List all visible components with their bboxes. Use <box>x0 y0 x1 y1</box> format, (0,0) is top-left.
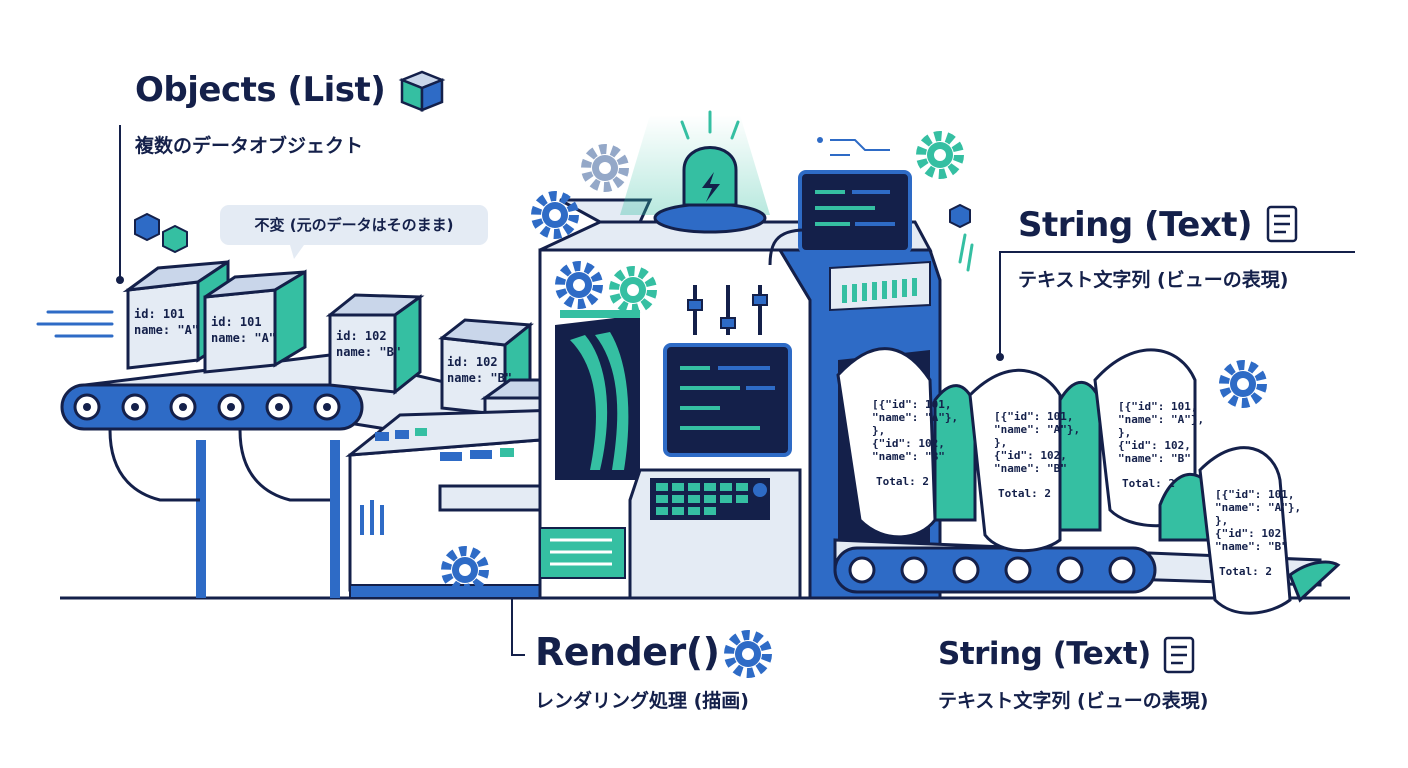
paper-line: "name": "B" <box>872 450 945 463</box>
box-3-id: id: 102 <box>336 329 387 343</box>
paper-total: Total: 2 <box>998 487 1051 500</box>
paper-line: {"id": 102, <box>872 437 945 450</box>
paper-line: "name": "A"}, <box>1215 501 1301 514</box>
string-title-top: String (Text) <box>1018 205 1253 245</box>
paper-line: "name": "B" <box>994 462 1067 475</box>
string-title-bottom-text: String (Text) <box>938 636 1151 672</box>
paper-line: }, <box>1118 426 1131 439</box>
paper-line: "name": "B" <box>1215 540 1288 553</box>
motion-lines <box>36 310 114 338</box>
paper-line: {"id": 102, <box>1118 439 1191 452</box>
paper-line: "name": "A"}, <box>872 411 958 424</box>
string-title-bottom: String (Text) <box>938 636 1151 672</box>
box-4-id: id: 102 <box>447 355 498 369</box>
gear-icon <box>729 635 767 673</box>
immutable-note-bubble: 不変 (元のデータはそのまま) <box>220 205 488 259</box>
paper-line: "name": "A"}, <box>994 423 1080 436</box>
paper-line: {"id": 102, <box>1215 527 1288 540</box>
paper-line: {"id": 102, <box>994 449 1067 462</box>
string-subtitle-top: テキスト文字列 (ビューの表現) <box>1018 269 1289 291</box>
objects-title: Objects (List) <box>135 70 386 110</box>
box-3-name: name: "B" <box>336 345 401 359</box>
paper-total: Total: 2 <box>1122 477 1175 490</box>
paper-line: "name": "A"}, <box>1118 413 1204 426</box>
scroll-icon-bottom <box>1163 636 1195 674</box>
paper-total: Total: 2 <box>1219 565 1272 578</box>
render-title: Render() <box>535 630 720 674</box>
objects-subtitle: 複数のデータオブジェクト <box>135 135 364 157</box>
box-4-name: name: "B" <box>447 371 512 385</box>
string-leader-line <box>999 251 1355 355</box>
data-box-2 <box>203 269 307 374</box>
paper-line: }, <box>1215 514 1228 527</box>
box-1-id: id: 101 <box>134 307 185 321</box>
paper-line: [{"id": 101, <box>872 398 951 411</box>
paper-line: "name": "B" <box>1118 452 1191 465</box>
paper-line: [{"id": 101, <box>994 410 1073 423</box>
text-paper-stream <box>836 347 1341 615</box>
paper-line: [{"id": 101, <box>1118 400 1197 413</box>
paper-line: [{"id": 101, <box>1215 488 1294 501</box>
box-2-id: id: 101 <box>211 315 262 329</box>
paper-line: }, <box>872 424 885 437</box>
output-conveyor <box>833 538 1322 594</box>
render-subtitle: レンダリング処理 (描画) <box>535 690 749 712</box>
scroll-icon <box>1266 205 1298 243</box>
box-1-name: name: "A" <box>134 323 199 337</box>
box-icon <box>398 70 446 112</box>
feeder-unit <box>345 408 572 599</box>
paper-line: }, <box>994 436 1007 449</box>
box-2-name: name: "A" <box>211 331 276 345</box>
data-box-3 <box>325 293 425 396</box>
floating-cubes <box>134 203 971 254</box>
string-leader-dot <box>996 353 1004 361</box>
paper-total: Total: 2 <box>876 475 929 488</box>
string-subtitle-bottom: テキスト文字列 (ビューの表現) <box>938 690 1209 712</box>
objects-leader-dot <box>116 276 124 284</box>
